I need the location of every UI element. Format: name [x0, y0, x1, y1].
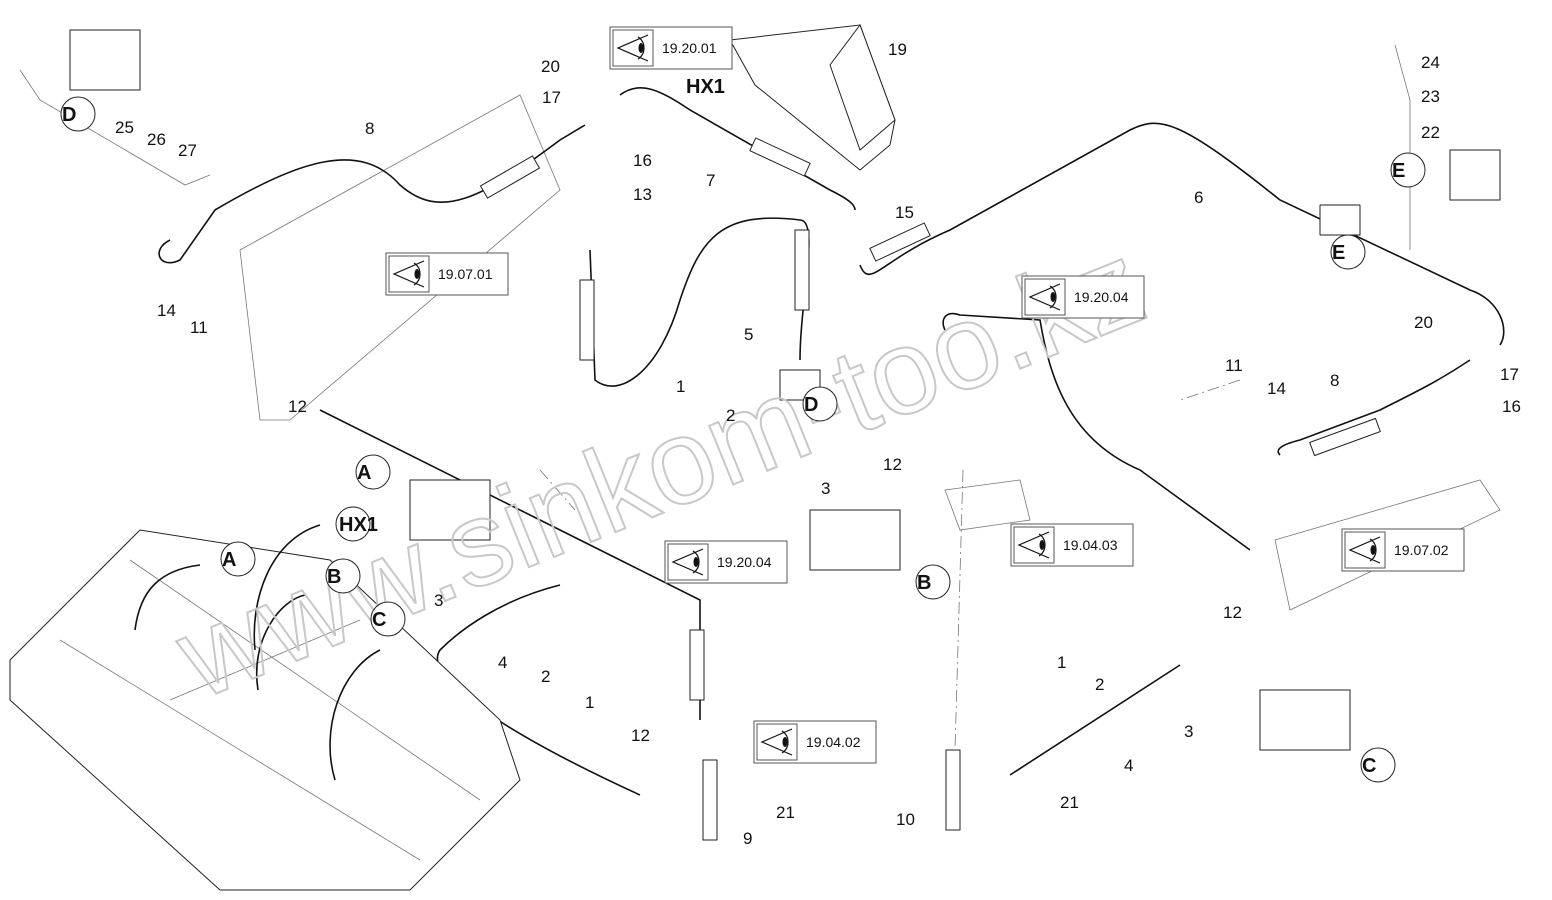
svg-text:C: C [1362, 755, 1376, 777]
part-number-3: 3 [821, 479, 830, 498]
reference-code: 19.20.01 [662, 40, 717, 56]
svg-text:A: A [222, 549, 236, 571]
svg-text:D: D [62, 104, 76, 126]
part-number-1: 1 [676, 377, 685, 396]
part-number-1: 1 [1057, 653, 1066, 672]
reference-box-19.20.04[interactable]: 19.20.04 [664, 540, 788, 584]
part-number-25: 25 [115, 118, 134, 137]
part-number-2: 2 [1095, 675, 1104, 694]
eye-view-icon [671, 548, 704, 576]
part-number-12: 12 [288, 397, 307, 416]
part-number-24: 24 [1421, 53, 1440, 72]
part-number-19: 19 [888, 40, 907, 59]
svg-text:B: B [917, 572, 931, 594]
callout-hx1: HX1 [335, 506, 378, 542]
part-number-17: 17 [1500, 365, 1519, 384]
reference-box-19.04.03[interactable]: 19.04.03 [1010, 523, 1134, 567]
eye-view-icon [1028, 283, 1061, 311]
svg-text:www.sinkom-too.kz: www.sinkom-too.kz [159, 215, 1162, 724]
part-number-16: 16 [633, 151, 652, 170]
eye-view-icon [616, 34, 649, 62]
part-number-6: 6 [1194, 188, 1203, 207]
part-number-5: 5 [744, 325, 753, 344]
svg-text:C: C [372, 609, 386, 631]
part-number-20: 20 [541, 57, 560, 76]
eye-view-icon [392, 260, 425, 288]
callout-c: C [370, 601, 406, 637]
part-number-15: 15 [895, 203, 914, 222]
part-number-14: 14 [1267, 379, 1286, 398]
callout-c: C [1360, 747, 1396, 783]
reference-box-19.07.01[interactable]: 19.07.01 [385, 252, 509, 296]
callout-a: A [220, 541, 256, 577]
reference-box-19.07.02[interactable]: 19.07.02 [1341, 528, 1465, 572]
part-number-26: 26 [147, 130, 166, 149]
part-number-21: 21 [776, 803, 795, 822]
part-number-7: 7 [706, 171, 715, 190]
part-number-11: 11 [190, 318, 208, 337]
eye-view-icon [760, 728, 793, 756]
svg-text:HX1: HX1 [339, 514, 378, 536]
callout-e: E [1330, 234, 1366, 270]
part-number-14: 14 [157, 301, 176, 320]
callout-e: E [1390, 152, 1426, 188]
part-number-22: 22 [1421, 123, 1440, 142]
part-number-23: 23 [1421, 87, 1440, 106]
svg-text:D: D [804, 394, 818, 416]
part-number-1: 1 [585, 693, 594, 712]
part-number-13: 13 [633, 185, 652, 204]
part-number-16: 16 [1502, 397, 1521, 416]
part-number-4: 4 [1124, 756, 1133, 775]
reference-box-19.04.02[interactable]: 19.04.02 [753, 720, 877, 764]
part-number-8: 8 [365, 119, 374, 138]
part-number-12: 12 [1223, 603, 1242, 622]
callout-d: D [60, 96, 96, 132]
part-number-17: 17 [542, 88, 561, 107]
part-number-20: 20 [1414, 313, 1433, 332]
reference-code: 19.07.01 [438, 266, 493, 282]
part-number-11: 11 [1225, 356, 1243, 375]
callout-b: B [915, 564, 951, 600]
part-number-27: 27 [178, 141, 197, 160]
reference-code: 19.04.02 [806, 734, 861, 750]
callout-d: D [802, 386, 838, 422]
part-number-3: 3 [434, 591, 443, 610]
part-number-9: 9 [743, 829, 752, 848]
part-number-10: 10 [896, 810, 915, 829]
callout-a: A [355, 454, 391, 490]
part-number-12: 12 [883, 455, 902, 474]
reference-code: 19.20.04 [717, 554, 772, 570]
manifold-label: HX1 [686, 76, 725, 98]
part-number-2: 2 [726, 406, 735, 425]
part-number-12: 12 [631, 726, 650, 745]
eye-view-icon [1017, 531, 1050, 559]
reference-code: 19.07.02 [1394, 542, 1449, 558]
svg-text:E: E [1392, 160, 1405, 182]
reference-box-19.20.01[interactable]: 19.20.01 [609, 26, 733, 70]
part-number-2: 2 [541, 667, 550, 686]
part-number-4: 4 [498, 653, 507, 672]
eye-view-icon [1348, 536, 1381, 564]
reference-box-19.20.04[interactable]: 19.20.04 [1021, 275, 1145, 319]
reference-code: 19.04.03 [1063, 537, 1118, 553]
svg-text:E: E [1332, 242, 1345, 264]
part-number-8: 8 [1330, 371, 1339, 390]
svg-text:B: B [327, 566, 341, 588]
part-number-3: 3 [1184, 722, 1193, 741]
callout-b: B [325, 558, 361, 594]
watermark: www.sinkom-too.kz [158, 214, 1163, 725]
svg-text:A: A [357, 462, 371, 484]
part-number-21: 21 [1060, 793, 1079, 812]
reference-code: 19.20.04 [1074, 289, 1129, 305]
